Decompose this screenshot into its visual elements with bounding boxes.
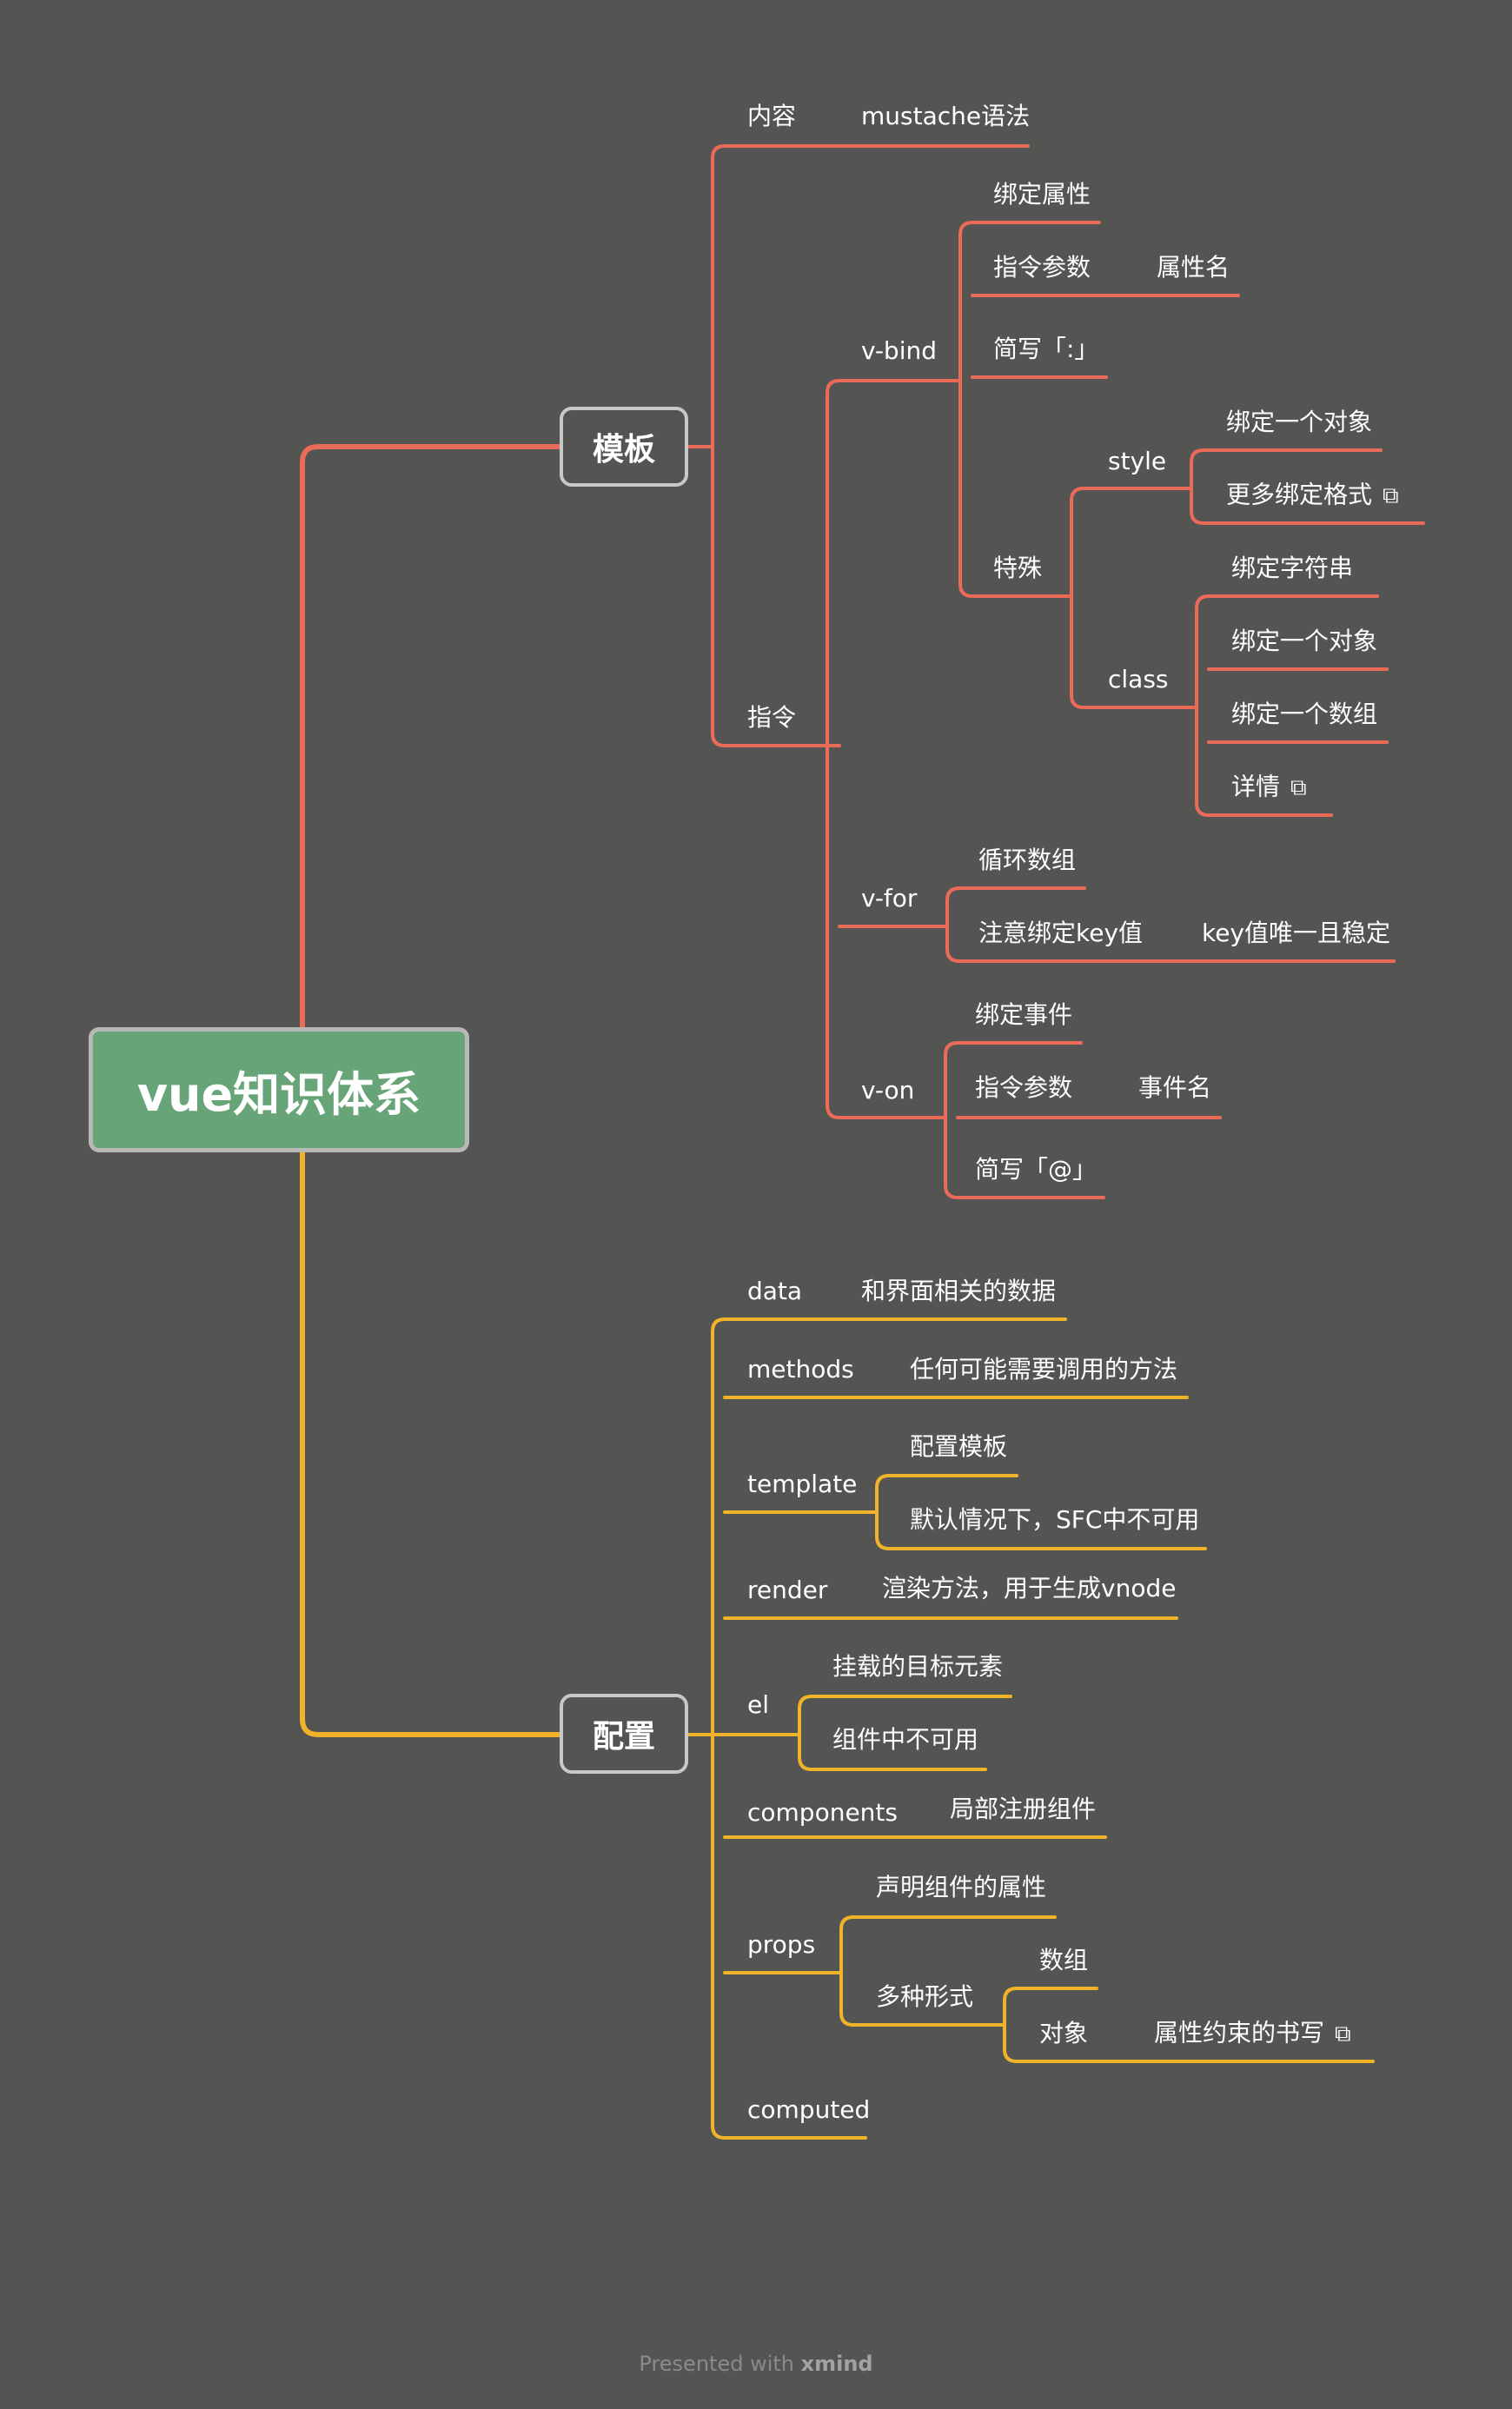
node-data[interactable]: data <box>747 1277 803 1305</box>
node-content[interactable]: 内容 <box>747 102 797 130</box>
external-link-icon[interactable]: ⧉ <box>1335 2021 1351 2047</box>
node-more-bind-formats[interactable]: 更多绑定格式⧉ <box>1226 480 1399 512</box>
node-component-unavailable[interactable]: 组件中不可用 <box>832 1725 979 1754</box>
node-el[interactable]: el <box>747 1690 770 1719</box>
node-computed[interactable]: computed <box>747 2095 871 2124</box>
node-prop-constraints[interactable]: 属性约束的书写⧉ <box>1154 2018 1351 2050</box>
node-ui-related-data[interactable]: 和界面相关的数据 <box>861 1277 1057 1305</box>
node-on-shorthand[interactable]: 简写「@」 <box>975 1155 1098 1184</box>
connector-spine <box>875 1474 891 1550</box>
node-render[interactable]: render <box>747 1576 828 1604</box>
node-v-on[interactable]: v-on <box>861 1076 915 1105</box>
connector-spine <box>839 1915 855 2027</box>
node-class-bind-string[interactable]: 绑定字符串 <box>1231 554 1354 582</box>
branch-node-template[interactable]: 模板 <box>560 407 688 487</box>
node-key-unique-stable[interactable]: key值唯一且稳定 <box>1202 919 1391 947</box>
node-class-bind-object[interactable]: 绑定一个对象 <box>1231 627 1378 655</box>
node-style-bind-object[interactable]: 绑定一个对象 <box>1226 408 1373 436</box>
connector-spine <box>958 221 974 598</box>
node-on-directive-arg[interactable]: 指令参数 <box>975 1073 1073 1102</box>
node-v-for[interactable]: v-for <box>861 884 918 912</box>
node-special[interactable]: 特殊 <box>993 554 1043 582</box>
node-bind-shorthand[interactable]: 简写「:」 <box>993 335 1099 363</box>
connector-spine <box>1195 594 1210 817</box>
node-bind-attribute[interactable]: 绑定属性 <box>993 180 1091 209</box>
node-props[interactable]: props <box>747 1930 816 1959</box>
node-loop-array[interactable]: 循环数组 <box>978 846 1077 874</box>
node-mustache-syntax[interactable]: mustache语法 <box>861 102 1031 130</box>
node-any-methods[interactable]: 任何可能需要调用的方法 <box>910 1355 1178 1384</box>
branch-node-config[interactable]: 配置 <box>560 1694 688 1774</box>
node-bind-directive-arg[interactable]: 指令参数 <box>993 253 1091 282</box>
node-declare-props[interactable]: 声明组件的属性 <box>876 1873 1047 1901</box>
node-class-details[interactable]: 详情⧉ <box>1231 772 1307 804</box>
connector-spine <box>798 1695 813 1771</box>
node-sfc-unavailable[interactable]: 默认情况下，SFC中不可用 <box>910 1505 1200 1534</box>
connector-spine <box>944 1041 959 1199</box>
node-bind-event[interactable]: 绑定事件 <box>975 1000 1073 1029</box>
external-link-icon[interactable]: ⧉ <box>1383 482 1399 509</box>
connector-spine <box>945 886 961 963</box>
node-v-bind[interactable]: v-bind <box>861 336 937 365</box>
connector-spine <box>711 144 726 747</box>
node-template-option[interactable]: template <box>747 1470 858 1498</box>
node-multiple-forms[interactable]: 多种形式 <box>876 1982 974 2011</box>
connector-root-config <box>300 1150 562 1737</box>
node-object-form[interactable]: 对象 <box>1039 2019 1089 2047</box>
node-style[interactable]: style <box>1108 447 1167 475</box>
node-render-method[interactable]: 渲染方法，用于生成vnode <box>882 1574 1177 1603</box>
node-components[interactable]: components <box>747 1798 898 1827</box>
connector-root-template <box>300 444 562 1030</box>
connector-spine <box>711 1317 726 2140</box>
node-local-register[interactable]: 局部注册组件 <box>950 1795 1097 1823</box>
connector-spine <box>1190 448 1205 525</box>
root-node[interactable]: vue知识体系 <box>89 1027 469 1152</box>
footer-presented-with: Presented with xmind <box>639 2352 873 2376</box>
node-class[interactable]: class <box>1108 665 1169 694</box>
node-event-name[interactable]: 事件名 <box>1138 1073 1212 1102</box>
node-note-key[interactable]: 注意绑定key值 <box>978 919 1144 947</box>
external-link-icon[interactable]: ⧉ <box>1290 774 1307 801</box>
node-attribute-name[interactable]: 属性名 <box>1157 253 1230 282</box>
node-array-form[interactable]: 数组 <box>1039 1946 1089 1974</box>
node-mount-target[interactable]: 挂载的目标元素 <box>832 1652 1004 1681</box>
node-methods[interactable]: methods <box>747 1355 854 1384</box>
connector-spine <box>1070 487 1085 709</box>
connector-spine <box>1003 1987 1018 2063</box>
node-directives[interactable]: 指令 <box>747 703 797 732</box>
node-config-template[interactable]: 配置模板 <box>910 1432 1008 1461</box>
connector-spine <box>826 379 841 1119</box>
node-class-bind-array[interactable]: 绑定一个数组 <box>1231 700 1378 728</box>
